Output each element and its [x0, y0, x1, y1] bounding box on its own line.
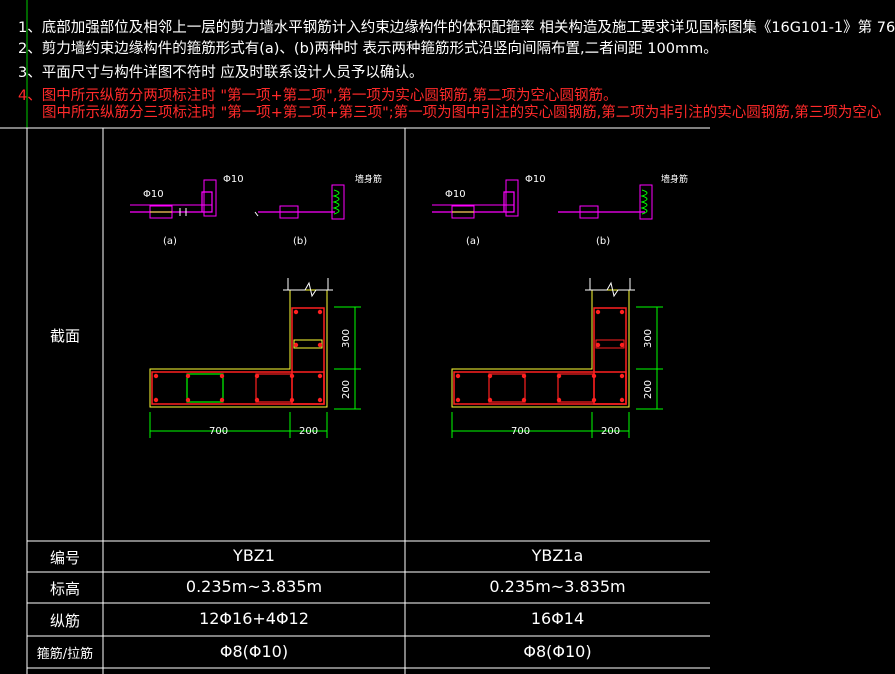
- cell-longitudinal-col2: 16Φ14: [530, 609, 585, 628]
- l-section-col2: [451, 278, 663, 438]
- dim-200-col1: 200: [299, 426, 319, 437]
- dim-200v-col2: 200: [643, 379, 655, 400]
- notes-block: 1、底部加强部位及相邻上一层的剪力墙水平钢筋计入约束边缘构件的体积配箍率 相关构…: [0, 0, 895, 128]
- detail-b-col1: [254, 184, 345, 220]
- cell-elevation-col1: 0.235m~3.835m: [185, 577, 323, 596]
- cell-id-col2: YBZ1a: [531, 546, 584, 565]
- row-label-elevation: 标高: [49, 580, 80, 598]
- section-label: 截面: [49, 327, 80, 345]
- detail-b-caption-col1: (b): [293, 236, 308, 247]
- cell-id-col1: YBZ1: [233, 546, 275, 565]
- cell-elevation-col2: 0.235m~3.835m: [489, 577, 626, 596]
- detail-a-phi-label-col1: Φ10: [143, 189, 164, 200]
- note-4: 4、图中所示纵筋分两项标注时 "第一项+第二项",第一项为实心圆钢筋,第二项为空…: [18, 88, 618, 104]
- row-label-longitudinal: 纵筋: [49, 612, 80, 630]
- dim-200v-col1: 200: [341, 379, 353, 400]
- cell-stirrups-col2: Φ8(Φ10): [523, 642, 592, 661]
- dim-200-col2: 200: [601, 426, 621, 437]
- detail-a-phi-label-col2: Φ10: [445, 189, 466, 200]
- dim-700-col1: 700: [209, 426, 229, 437]
- cell-stirrups-col1: Φ8(Φ10): [219, 642, 289, 661]
- detail-a-caption-col1: (a): [163, 236, 177, 247]
- detail-b-phi-label-col2: Φ10: [525, 174, 546, 185]
- detail-b-col2: [558, 184, 653, 220]
- l-section-col1: [149, 278, 361, 438]
- dim-300-col1: 300: [341, 328, 353, 349]
- dim-700-col2: 700: [511, 426, 531, 437]
- note-5: 图中所示纵筋分三项标注时 "第一项+第二项+第三项";第一项为图中引注的实心圆钢…: [42, 105, 882, 121]
- wall-rebar-label-col2: 墙身筋: [661, 175, 689, 185]
- row-label-stirrups: 箍筋/拉筋: [36, 647, 94, 662]
- row-label-id: 编号: [49, 549, 80, 567]
- detail-a-caption-col2: (a): [466, 236, 480, 247]
- note-1: 1、底部加强部位及相邻上一层的剪力墙水平钢筋计入约束边缘构件的体积配箍率 相关构…: [18, 20, 895, 36]
- detail-a-col1: [130, 179, 217, 219]
- detail-b-caption-col2: (b): [596, 236, 611, 247]
- note-3: 3、平面尺寸与构件详图不符时 应及时联系设计人员予以确认。: [18, 65, 424, 81]
- cell-longitudinal-col1: 12Φ16+4Φ12: [199, 609, 309, 628]
- note-2: 2、剪力墙约束边缘构件的箍筋形式有(a)、(b)两种时 表示两种箍筋形式沿竖向间…: [18, 41, 718, 57]
- detail-b-phi-label-col1: Φ10: [223, 174, 244, 185]
- detail-a-col2: [432, 179, 519, 219]
- wall-rebar-label-col1: 墙身筋: [355, 175, 383, 185]
- drawing-canvas: [0, 0, 710, 674]
- dim-300-col2: 300: [643, 328, 655, 349]
